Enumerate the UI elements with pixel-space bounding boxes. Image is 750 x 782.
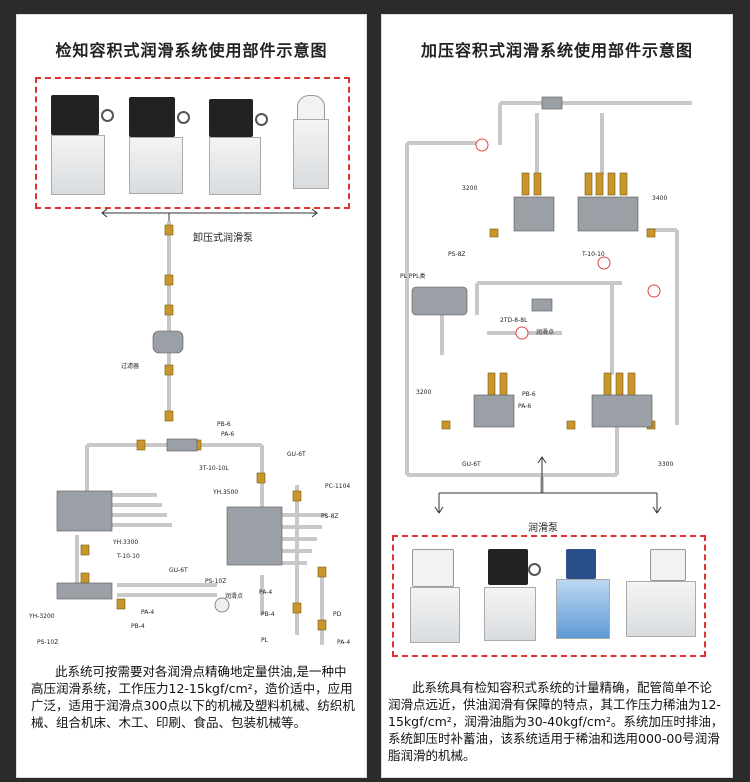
right-pump-label: 润滑泵 [528,523,558,534]
right-pump-1 [406,549,466,645]
label-ps8z: PS-8Z [321,513,339,520]
label-3t: 3T-10-10L [199,465,229,472]
rlabel-plppl: PL PPL类 [400,273,426,280]
right-pump-box [392,535,706,657]
left-piping [56,208,327,645]
right-piping [405,96,692,514]
label-pl: PL [261,637,268,644]
label-yh3500: YH.3500 [213,489,239,496]
rlabel-3200b: 3200 [416,389,432,396]
right-caption: 此系统具有检知容积式系统的计量精确，配管简单不论润滑点远近，供油润滑有保障的特点… [388,680,724,763]
right-pump-3 [552,549,616,645]
label-pc1104: PC-1104 [325,483,351,490]
label-gu6t-top: GU-6T [287,451,306,458]
label-pa4-c: PA-4 [337,639,351,646]
left-caption: 此系统可按需要对各润滑点精确地定量供油,是一种中高压润滑系统，工作压力12-15… [31,664,355,730]
left-title: 检知容积式润滑系统使用部件示意图 [55,41,328,60]
rlabel-ps8z: PS-8Z [448,251,466,258]
right-pump-2 [480,549,544,645]
label-yh3300: YH.3300 [113,539,139,546]
rlabel-pa6: PA-6 [518,403,532,410]
rlabel-3300: 3300 [658,461,674,468]
rlabel-3400: 3400 [652,195,668,202]
rlabel-gu6t: GU-6T [462,461,481,468]
right-title: 加压容积式润滑系统使用部件示意图 [420,41,693,60]
label-pa4-b: PA-4 [259,589,273,596]
rlabel-lube-point: 润滑点 [536,329,555,336]
label-t1010: T-10-10 [117,553,140,560]
rlabel-td: 2TD-8-8L [500,317,528,324]
left-panel: 检知容积式润滑系统使用部件示意图 [16,14,367,778]
left-pump-label: 卸压式润滑泵 [193,233,253,244]
label-pd: PD [333,611,342,618]
label-filter: 过滤器 [121,363,140,370]
left-pump-4 [285,95,341,195]
label-ps10z: PS-10Z [37,639,59,646]
label-pb6: PB-6 [217,421,231,428]
label-pb4-a: PB-4 [131,623,145,630]
label-pa6: PA-6 [221,431,235,438]
label-ps10z-mid: PS-10Z [205,578,227,585]
rlabel-3200a: 3200 [462,185,478,192]
label-yh3200: YH-3200 [29,613,55,620]
left-pump-3 [205,95,275,195]
label-lube-point: 润滑点 [225,593,244,600]
left-pump-2 [125,97,197,197]
label-pb4-b: PB-4 [261,611,275,618]
rlabel-t1010: T-10-10 [582,251,605,258]
label-gu6t-mid: GU-6T [169,567,188,574]
label-pa4-a: PA-4 [141,609,155,616]
rlabel-pb6: PB-6 [522,391,536,398]
left-pump-box [35,77,350,209]
right-panel: 加压容积式润滑系统使用部件示意图 [381,14,733,778]
right-pump-4 [620,549,700,645]
left-pump-1 [47,95,117,195]
